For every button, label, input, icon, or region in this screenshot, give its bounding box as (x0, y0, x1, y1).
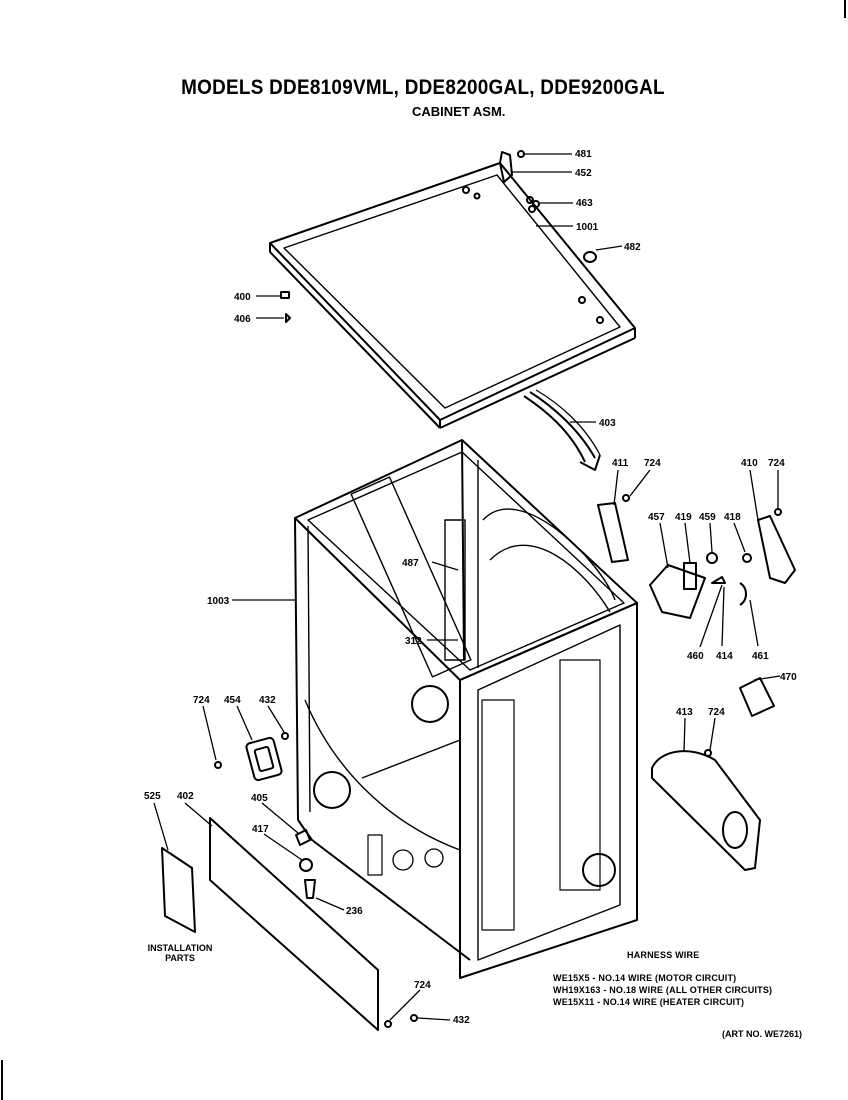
installation-parts-label: INSTALLATION PARTS (138, 943, 222, 963)
screw-724 (774, 508, 782, 516)
callout-454: 454 (224, 695, 241, 706)
callout-411: 411 (612, 458, 629, 469)
page-title: MODELS DDE8109VML, DDE8200GAL, DDE9200GA… (181, 76, 665, 99)
callout-419: 419 (675, 512, 692, 523)
bracket-411 (597, 502, 629, 563)
screw-724 (704, 749, 712, 757)
callout-410: 410 (741, 458, 758, 469)
screw-724 (214, 761, 222, 769)
installation-label-line: INSTALLATION (147, 943, 213, 953)
callout-417: 417 (252, 824, 269, 835)
callout-400: 400 (234, 292, 251, 303)
relay-454 (245, 736, 283, 782)
callout-402: 402 (177, 791, 194, 802)
part-417 (299, 858, 313, 872)
bracket-410 (757, 515, 796, 584)
callout-406: 406 (234, 314, 251, 325)
callout-312: 312 (405, 636, 422, 647)
callout-525: 525 (144, 791, 161, 802)
page-subtitle: CABINET ASM. (412, 104, 506, 119)
callout-461: 461 (752, 651, 769, 662)
callout-457: 457 (648, 512, 665, 523)
callout-432-left: 432 (259, 695, 276, 706)
callout-724-left: 724 (193, 695, 210, 706)
screw-724 (384, 1020, 392, 1028)
art-number: (ART NO. WE7261) (722, 1029, 803, 1039)
harness-row: WE15X5 - NO.14 WIRE (MOTOR CIRCUIT) (553, 973, 737, 983)
cabinet-shell (294, 439, 638, 979)
belt-cover (651, 750, 761, 871)
callout-482: 482 (624, 242, 641, 253)
callout-463: 463 (576, 198, 593, 209)
harness-wire-legend: HARNESS WIRE WE15X5 - NO.14 WIRE (MOTOR … (553, 950, 772, 1008)
callout-724-top-right: 724 (768, 458, 785, 469)
installation-bag (161, 847, 196, 933)
panel-470 (739, 677, 775, 717)
callout-236: 236 (346, 906, 363, 917)
callout-460: 460 (687, 651, 704, 662)
harness-heading: HARNESS WIRE (627, 950, 700, 960)
callout-470: 470 (780, 672, 797, 683)
wire-channel (523, 389, 601, 471)
callout-459: 459 (699, 512, 716, 523)
top-cover (269, 162, 636, 429)
leg-236 (304, 879, 316, 899)
callout-432-bottom: 432 (453, 1015, 470, 1026)
grommet-cluster (526, 196, 540, 213)
callout-403: 403 (599, 418, 616, 429)
callout-413: 413 (676, 707, 693, 718)
callout-1001: 1001 (576, 222, 599, 233)
callout-724-right: 724 (708, 707, 725, 718)
screw-406 (285, 313, 291, 323)
harness-row: WH19X163 - NO.18 WIRE (ALL OTHER CIRCUIT… (553, 985, 773, 995)
callout-418: 418 (724, 512, 741, 523)
toe-panel (209, 817, 379, 1031)
callout-724-bottom: 724 (414, 980, 431, 991)
door-switch-assembly (649, 552, 752, 619)
screw-432 (410, 1014, 418, 1022)
callout-1003: 1003 (207, 596, 230, 607)
clip-400 (280, 291, 290, 299)
callout-452: 452 (575, 168, 592, 179)
callout-481: 481 (575, 149, 592, 160)
screw-724 (622, 494, 630, 502)
installation-label-line: PARTS (165, 953, 195, 963)
leader-lines (153, 153, 781, 1021)
callout-405: 405 (251, 793, 268, 804)
harness-row: WE15X11 - NO.14 WIRE (HEATER CIRCUIT) (553, 997, 745, 1007)
callout-labels: 481 452 463 1001 482 400 406 403 411 724… (144, 149, 797, 1026)
callout-724-top-left: 724 (644, 458, 661, 469)
screw-432 (281, 732, 289, 740)
callout-414: 414 (716, 651, 733, 662)
callout-487: 487 (402, 558, 419, 569)
plug-button (583, 251, 597, 263)
part-405 (295, 829, 311, 846)
